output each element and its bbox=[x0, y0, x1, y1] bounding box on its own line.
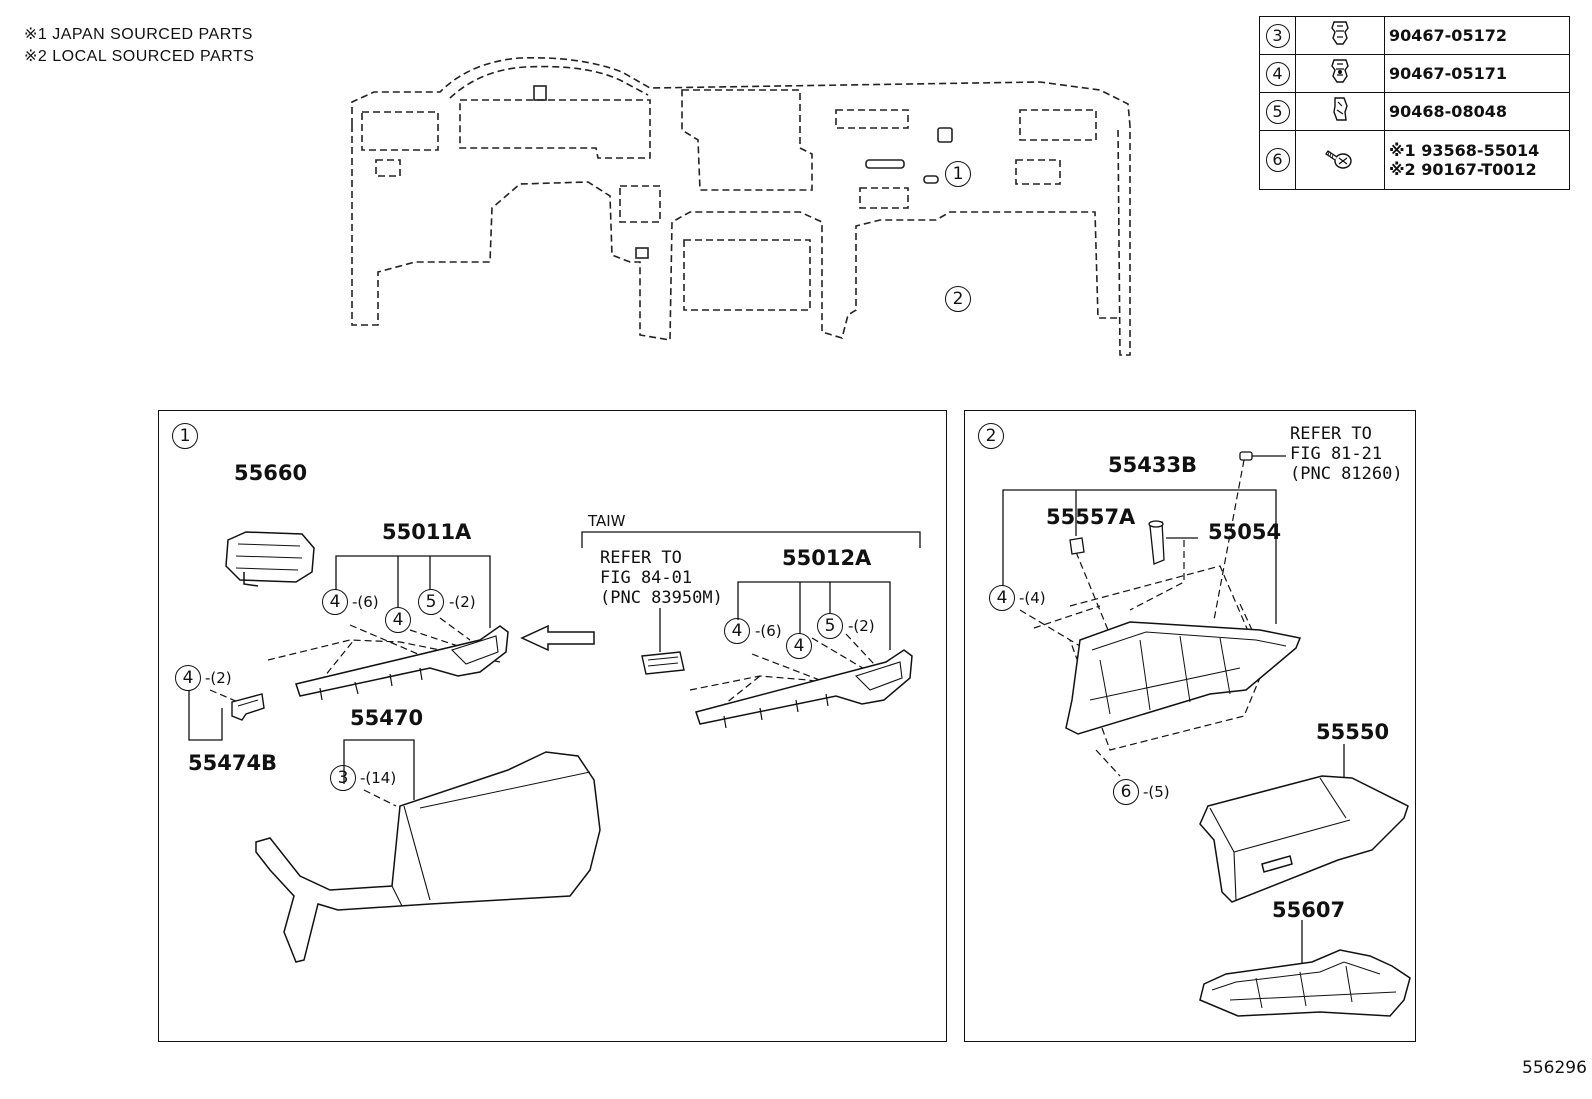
callout-qty: -(6) bbox=[755, 622, 782, 640]
clip-icon bbox=[1333, 97, 1348, 121]
part-number-55054: 55054 bbox=[1208, 520, 1282, 544]
callout-qty: -(14) bbox=[360, 769, 397, 787]
fastener-row: 4 90467-05171 bbox=[1259, 54, 1570, 93]
fastener-part-number-local: ※2 90167-T0012 bbox=[1389, 160, 1537, 179]
part-number-55550: 55550 bbox=[1316, 720, 1390, 744]
callout-clip-4: 4 bbox=[175, 665, 201, 691]
detail-panel-2 bbox=[964, 410, 1416, 1042]
part-number-55433B: 55433B bbox=[1108, 453, 1198, 477]
callout-screw-6: 6 bbox=[1113, 779, 1139, 805]
callout-clip-4: 4 bbox=[385, 607, 411, 633]
callout-clip-4: 4 bbox=[989, 585, 1015, 611]
callout-qty: -(2) bbox=[848, 617, 875, 635]
part-number-55011A: 55011A bbox=[382, 520, 472, 544]
figure-id: 556296 bbox=[1522, 1058, 1587, 1078]
fastener-ref: 5 bbox=[1265, 99, 1290, 124]
clip-icon bbox=[1331, 21, 1349, 45]
fastener-ref: 4 bbox=[1265, 61, 1290, 86]
lower-panel-55470-drawing bbox=[255, 751, 601, 963]
note-japan-sourced: ※1 JAPAN SOURCED PARTS bbox=[24, 26, 253, 43]
switch-base-55660-drawing bbox=[225, 531, 315, 587]
fastener-part-number: 90467-05171 bbox=[1384, 54, 1570, 93]
part-number-55012A: 55012A bbox=[782, 546, 872, 570]
detail-panel-1 bbox=[158, 410, 947, 1042]
callout-qty: -(6) bbox=[352, 593, 379, 611]
callout-clip-4: 4 bbox=[322, 589, 348, 615]
instrument-panel-overview-drawing bbox=[351, 56, 1131, 356]
sourcing-notes: ※1 JAPAN SOURCED PARTS ※2 LOCAL SOURCED … bbox=[24, 24, 254, 68]
direction-arrow bbox=[520, 624, 595, 652]
callout-qty: -(2) bbox=[205, 669, 232, 687]
callout-qty: -(2) bbox=[449, 593, 476, 611]
fastener-row: 5 90468-08048 bbox=[1259, 92, 1570, 131]
panel-2-id: 2 bbox=[978, 423, 1004, 449]
lower-cover-55607-drawing bbox=[1199, 949, 1411, 1017]
callout-clip-4: 4 bbox=[786, 633, 812, 659]
note-local-sourced: ※2 LOCAL SOURCED PARTS bbox=[24, 48, 255, 65]
fastener-ref: 3 bbox=[1265, 23, 1290, 48]
fastener-ref: 6 bbox=[1265, 148, 1290, 172]
part-number-55474B: 55474B bbox=[188, 751, 278, 775]
clip-icon bbox=[1331, 59, 1349, 83]
variant-label-taiw: TAIW bbox=[588, 512, 626, 530]
bezel-55011A-drawing bbox=[295, 625, 509, 701]
callout-qty: -(5) bbox=[1143, 783, 1170, 801]
part-number-55557A: 55557A bbox=[1046, 505, 1136, 529]
callout-clip-5: 5 bbox=[418, 589, 444, 615]
fastener-part-number: 90467-05172 bbox=[1384, 16, 1570, 55]
callout-qty: -(4) bbox=[1019, 589, 1046, 607]
part-number-55660: 55660 bbox=[234, 461, 308, 485]
glove-box-55550-drawing bbox=[1199, 775, 1409, 903]
glove-box-door-55433B-drawing bbox=[1065, 621, 1302, 735]
screw-icon bbox=[1325, 149, 1352, 169]
panel-1-id: 1 bbox=[172, 423, 198, 449]
callout-clip-3: 3 bbox=[330, 765, 356, 791]
refer-to-fig-84-01: REFER TO FIG 84-01 (PNC 83950M) bbox=[600, 548, 723, 608]
fastener-row: 3 90467-05172 bbox=[1259, 16, 1570, 55]
part-number-55470: 55470 bbox=[350, 706, 424, 730]
callout-clip-4: 4 bbox=[724, 618, 750, 644]
bezel-55012A-drawing bbox=[695, 649, 913, 729]
part-number-55607: 55607 bbox=[1272, 898, 1346, 922]
callout-glove-box-assembly: 2 bbox=[945, 286, 971, 312]
fastener-part-number-japan: ※1 93568-55014 bbox=[1389, 141, 1540, 160]
callout-clip-5: 5 bbox=[817, 613, 843, 639]
refer-to-fig-81-21: REFER TO FIG 81-21 (PNC 81260) bbox=[1290, 424, 1403, 484]
fastener-row: 6 ※1 93568-55014 ※2 90167-T0012 bbox=[1259, 130, 1570, 190]
callout-instrument-lower-panel: 1 bbox=[945, 161, 971, 187]
fastener-table: 3 90467-05172 4 90467-05171 5 90468-0804… bbox=[1259, 16, 1570, 190]
